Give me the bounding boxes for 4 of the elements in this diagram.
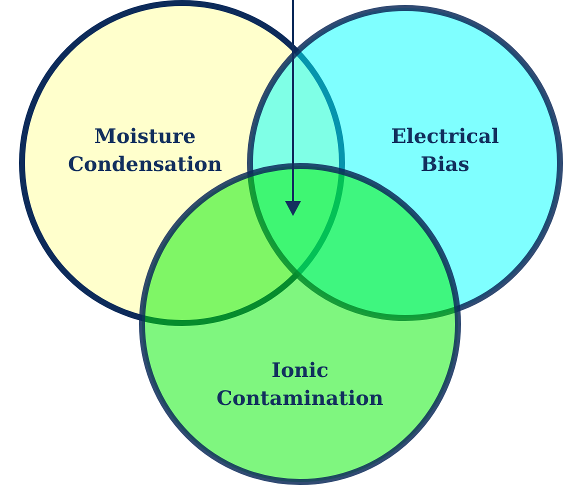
circle-label: Ionic Contamination bbox=[216, 357, 384, 412]
circle-label: Electrical Bias bbox=[390, 123, 500, 178]
circle-label: Moisture Condensation bbox=[67, 123, 223, 178]
venn-circle bbox=[19, 0, 345, 326]
